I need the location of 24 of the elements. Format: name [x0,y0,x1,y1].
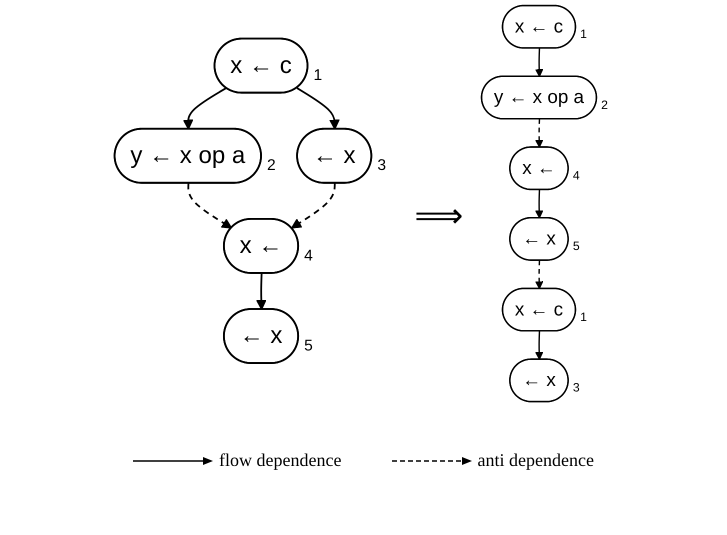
arrow [534,330,543,360]
node-number: 2 [600,97,608,112]
node-number: 2 [266,156,276,174]
node-number: 3 [376,156,386,174]
node-number: 1 [580,309,587,324]
node-number: 5 [304,337,312,354]
arrow [186,183,232,228]
arrow [534,189,543,218]
arrow [534,260,543,289]
arrow [290,183,336,228]
arrow [534,48,543,77]
node-number: 4 [304,246,312,264]
legend-text: anti dependence [478,450,594,471]
node-number: 1 [580,26,587,41]
arrow [534,118,543,148]
node-number: 5 [572,238,580,253]
node-number: 3 [572,380,580,394]
arrow [182,86,226,130]
node-number: 4 [572,168,580,182]
transform-arrow-symbol: ⟹ [414,196,464,234]
arrow [296,86,340,130]
node-number: 1 [313,66,322,84]
arrow [256,273,266,310]
legend-text: flow dependence [219,450,342,471]
